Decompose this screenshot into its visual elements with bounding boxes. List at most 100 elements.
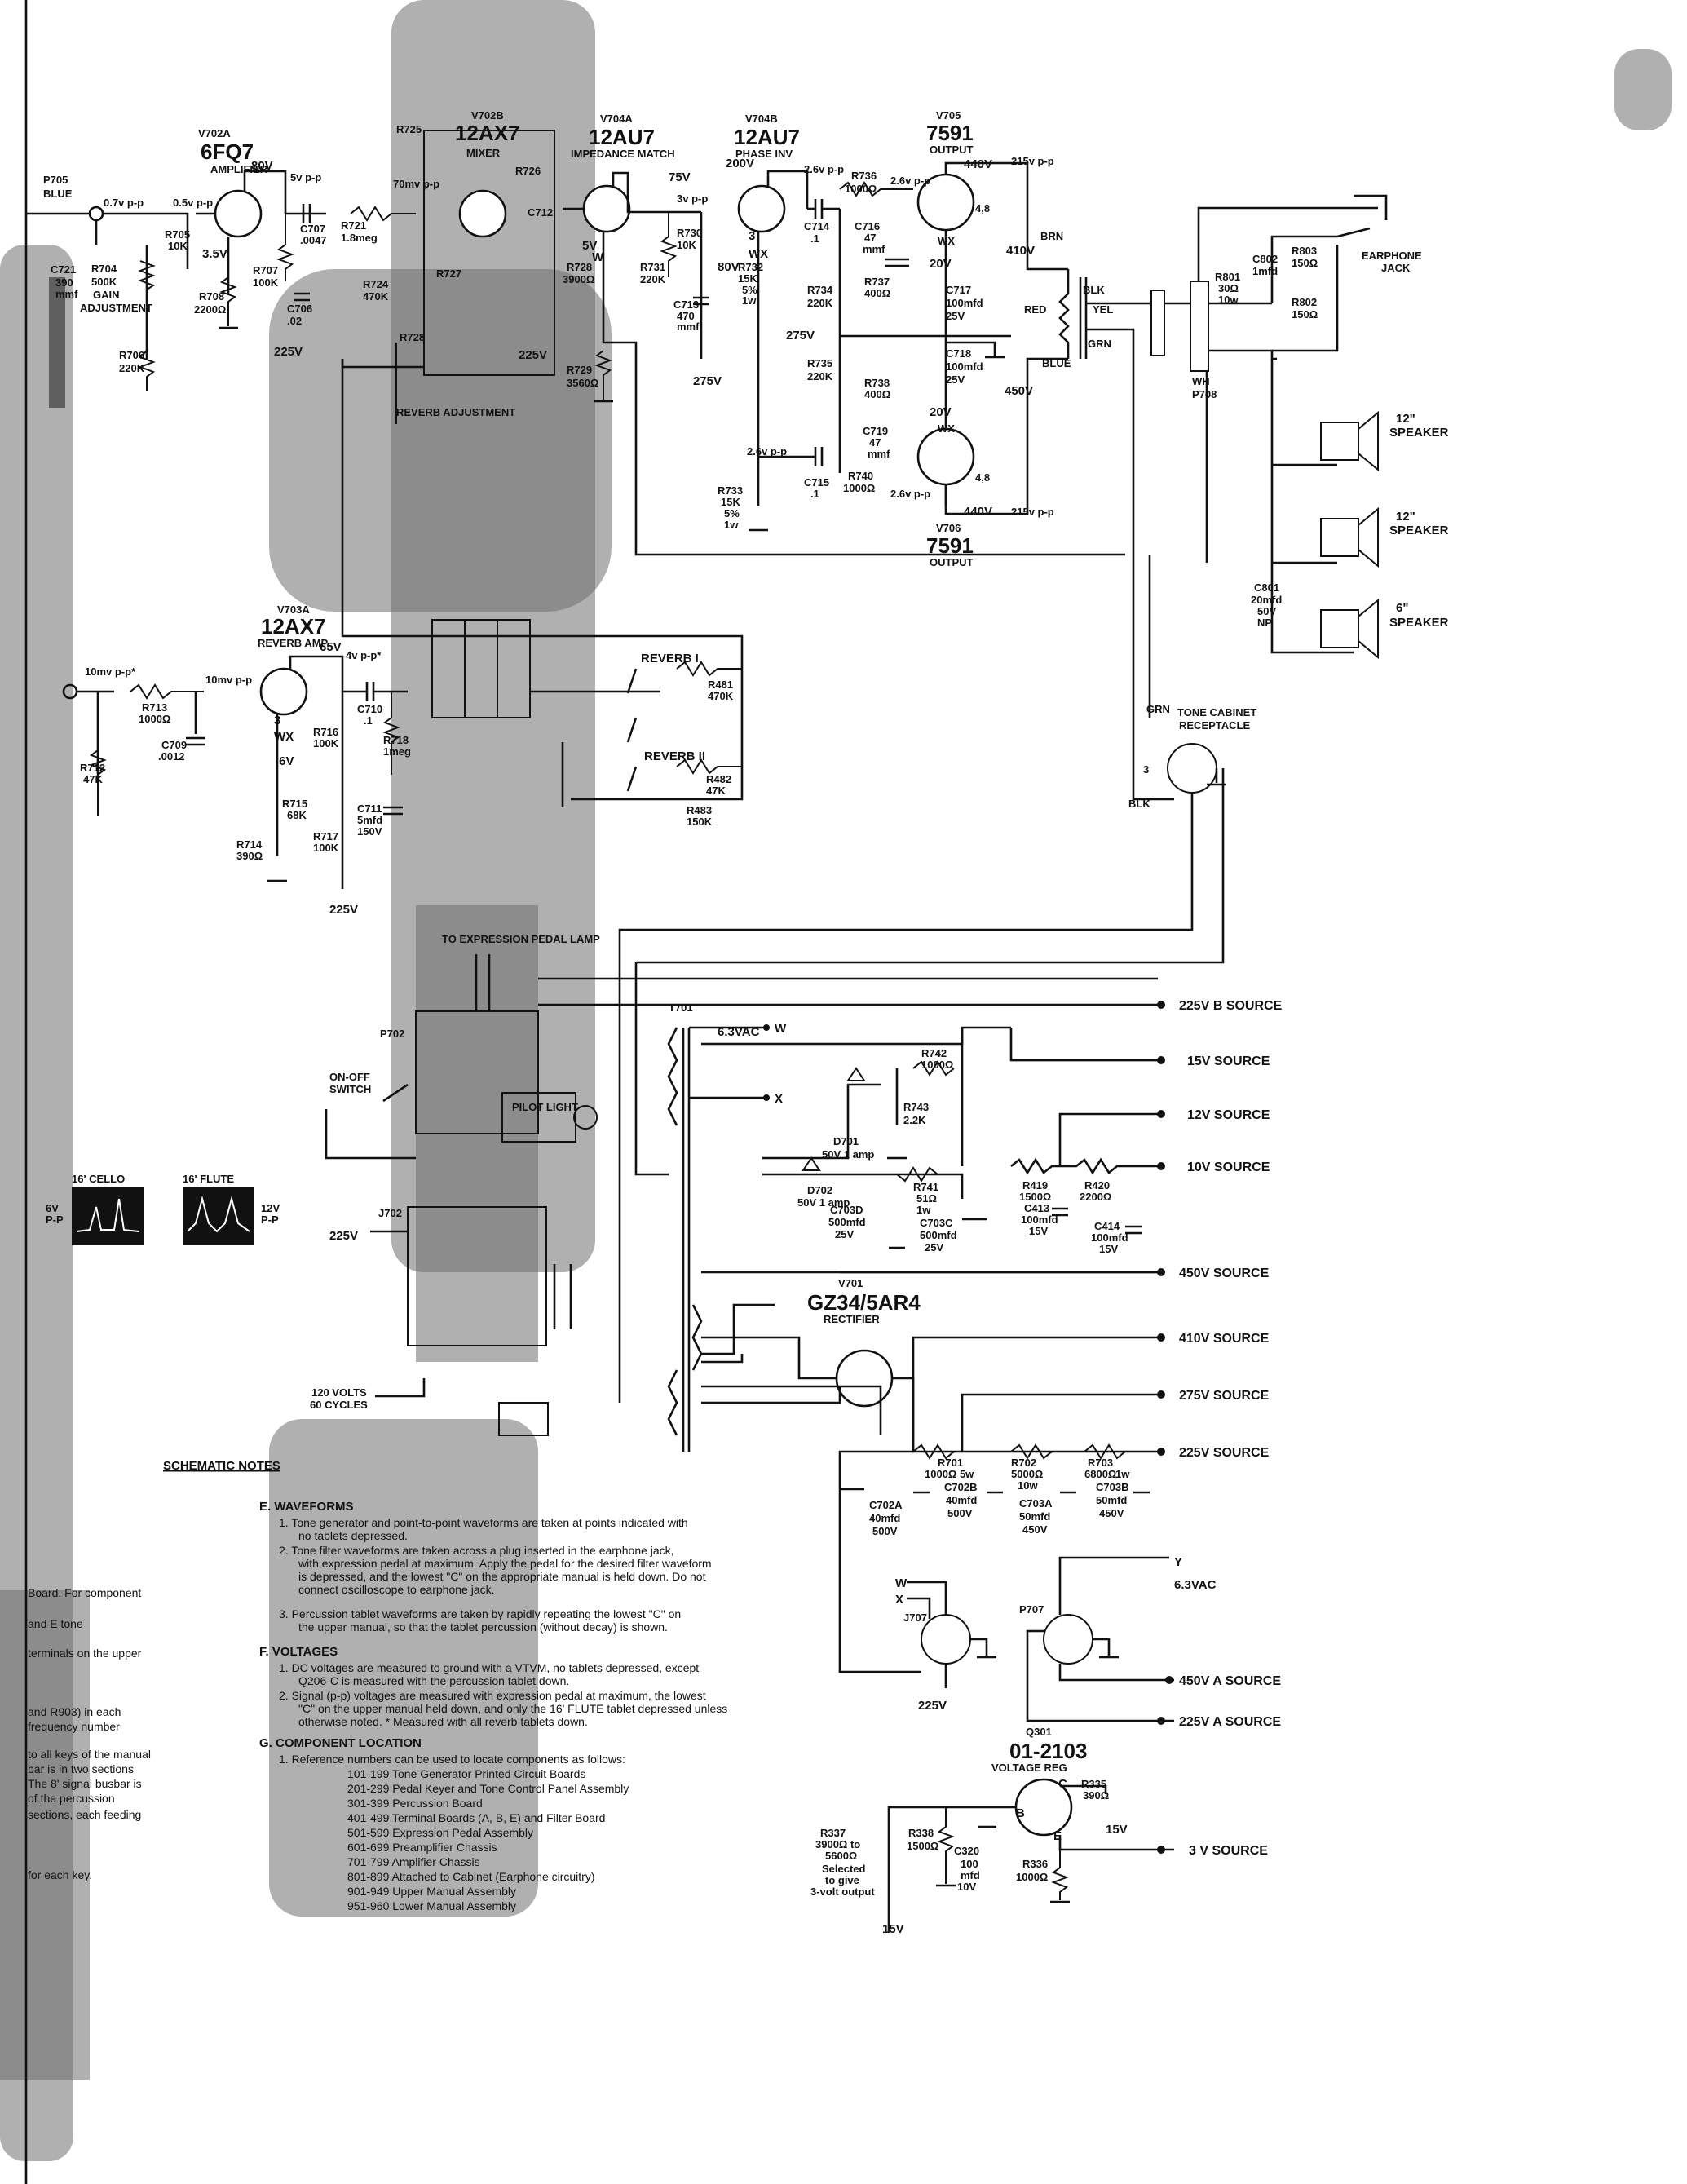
- r735v: 220K: [807, 370, 833, 382]
- r335: R335: [1081, 1778, 1106, 1790]
- v702b-func: MIXER: [466, 147, 501, 159]
- reverb1: REVERB I: [641, 652, 699, 665]
- c703bu: 450V: [1099, 1507, 1124, 1519]
- c702av: 40mfd: [869, 1512, 900, 1524]
- gain-adjust: ADJUSTMENT: [80, 302, 152, 314]
- grn2: GRN: [1146, 703, 1170, 715]
- c703d: C703D: [830, 1204, 863, 1216]
- r713: R713: [142, 701, 167, 714]
- flute-v: 12V: [261, 1202, 280, 1214]
- blk2: BLK: [1128, 798, 1150, 810]
- svg-text:12": 12": [1396, 412, 1415, 426]
- stage-v702b-mixer: V702B 12AX7 MIXER 70mv p-p R725 R726 R72…: [341, 109, 555, 424]
- c703du: 25V: [835, 1228, 854, 1240]
- note-f1b: Q206-C is measured with the percussion t…: [298, 1674, 569, 1687]
- reverb2: REVERB II: [644, 749, 705, 763]
- source-lines: 225V B SOURCE 15V SOURCE 12V SOURCE 10V …: [538, 999, 1283, 1858]
- source-3v: 3 V SOURCE: [1189, 1844, 1268, 1858]
- flute-label: 16' FLUTE: [183, 1173, 234, 1185]
- note-e2b: with expression pedal at maximum. Apply …: [298, 1557, 712, 1570]
- c710v: .1: [364, 714, 373, 727]
- v704a-w: W: [592, 250, 604, 264]
- c706: C706: [287, 303, 312, 315]
- rin: 10mv p-p*: [85, 665, 136, 678]
- acin1: 120 VOLTS: [311, 1386, 367, 1399]
- c714v: .1: [810, 232, 819, 245]
- vpp4: 4v p-p*: [346, 649, 382, 661]
- r707: R707: [253, 264, 278, 276]
- r732p: 5%: [742, 284, 757, 296]
- acin2: 60 CYCLES: [310, 1399, 368, 1411]
- p702: P702: [380, 1028, 404, 1040]
- j702: J702: [378, 1207, 402, 1219]
- v704a-type: 12AU7: [589, 125, 655, 149]
- r741w: 1w: [916, 1204, 931, 1216]
- v703a-ref: V703A: [277, 603, 310, 616]
- v705-ref: V705: [936, 109, 961, 122]
- v702b-ref: V702B: [471, 109, 504, 122]
- reverb-switches: REVERB I REVERB II R481 470K R482 47K R4…: [341, 359, 744, 828]
- source-225v: 225V SOURCE: [1179, 1446, 1270, 1460]
- c707: C707: [300, 223, 325, 235]
- note-g: G. COMPONENT LOCATION: [259, 1736, 422, 1750]
- p705-label: P705: [43, 174, 68, 186]
- r743v: 2.2K: [903, 1114, 926, 1126]
- cello-pp: P-P: [46, 1214, 64, 1226]
- stage-output: V705 7591 OUTPUT 440V 215v p-p 2.6v p-p …: [843, 109, 1068, 568]
- r733: R733: [718, 484, 743, 497]
- c721v: 390: [55, 276, 73, 289]
- v225b: 225V: [519, 348, 547, 362]
- v225a: 225V: [274, 345, 303, 359]
- vpp3: 3v p-p: [677, 192, 708, 205]
- c320u: mfd: [961, 1869, 980, 1881]
- expression-lamp: TO EXPRESSION PEDAL LAMP: [442, 933, 600, 945]
- c801: C801: [1254, 581, 1279, 594]
- cello-label: 16' CELLO: [72, 1173, 125, 1185]
- r728bv: 3900Ω: [563, 273, 594, 285]
- earphone-jack: JACK: [1381, 262, 1411, 274]
- d701: D701: [833, 1135, 859, 1147]
- v702a-cathode: 3.5V: [202, 247, 227, 261]
- v275a: 275V: [693, 374, 722, 388]
- c703cu: 25V: [925, 1241, 943, 1253]
- c706v: .02: [287, 315, 302, 327]
- note-e: E. WAVEFORMS: [259, 1500, 354, 1514]
- c703cv: 500mfd: [920, 1229, 957, 1241]
- hv-filter: R701 1000Ω 5w R702 5000Ω 10w R703 6800Ω …: [838, 1443, 1150, 1590]
- rec-pin: 3: [1143, 763, 1149, 776]
- c707v: .0047: [300, 234, 327, 246]
- left-column-notes: Board. For component and E tone terminal…: [28, 1586, 151, 1881]
- source-410v: 410V SOURCE: [1179, 1332, 1270, 1346]
- c715v: .1: [810, 488, 819, 500]
- r483v: 150K: [687, 816, 713, 828]
- c719: C719: [863, 425, 888, 437]
- v80: 80V: [718, 260, 740, 274]
- c703av: 50mfd: [1019, 1510, 1050, 1523]
- r337v4: to give: [825, 1874, 859, 1886]
- source-450v-a: 450V A SOURCE: [1179, 1674, 1281, 1688]
- left-note: and R903) in each: [28, 1705, 121, 1718]
- r738v: 400Ω: [864, 388, 890, 400]
- wx3: WX: [938, 422, 955, 435]
- speaker-12-2: 12" SPEAKER: [1320, 506, 1449, 568]
- d701v: 50V 1 amp: [822, 1148, 874, 1161]
- c717u: 25V: [946, 310, 965, 322]
- onoff: ON-OFF: [329, 1071, 370, 1083]
- r718v: 1meg: [383, 745, 411, 758]
- note-e1: 1. Tone generator and point-to-point wav…: [279, 1516, 688, 1529]
- v706-ref: V706: [936, 522, 961, 534]
- r338: R338: [908, 1827, 934, 1839]
- note-e3b: the upper manual, so that the tablet per…: [298, 1620, 668, 1634]
- w2: W: [895, 1576, 908, 1590]
- r801w: 10w: [1218, 294, 1239, 306]
- v225e: 225V: [918, 1699, 947, 1713]
- rvpp: 10mv p-p: [205, 674, 252, 686]
- svg-text:SPEAKER: SPEAKER: [1389, 616, 1449, 630]
- r716: R716: [313, 726, 338, 738]
- loc-item: 951-960 Lower Manual Assembly: [347, 1899, 516, 1912]
- c709: C709: [161, 739, 187, 751]
- r734: R734: [807, 284, 833, 296]
- blk: BLK: [1083, 284, 1105, 296]
- vpp215b: 215v p-p: [1011, 506, 1054, 518]
